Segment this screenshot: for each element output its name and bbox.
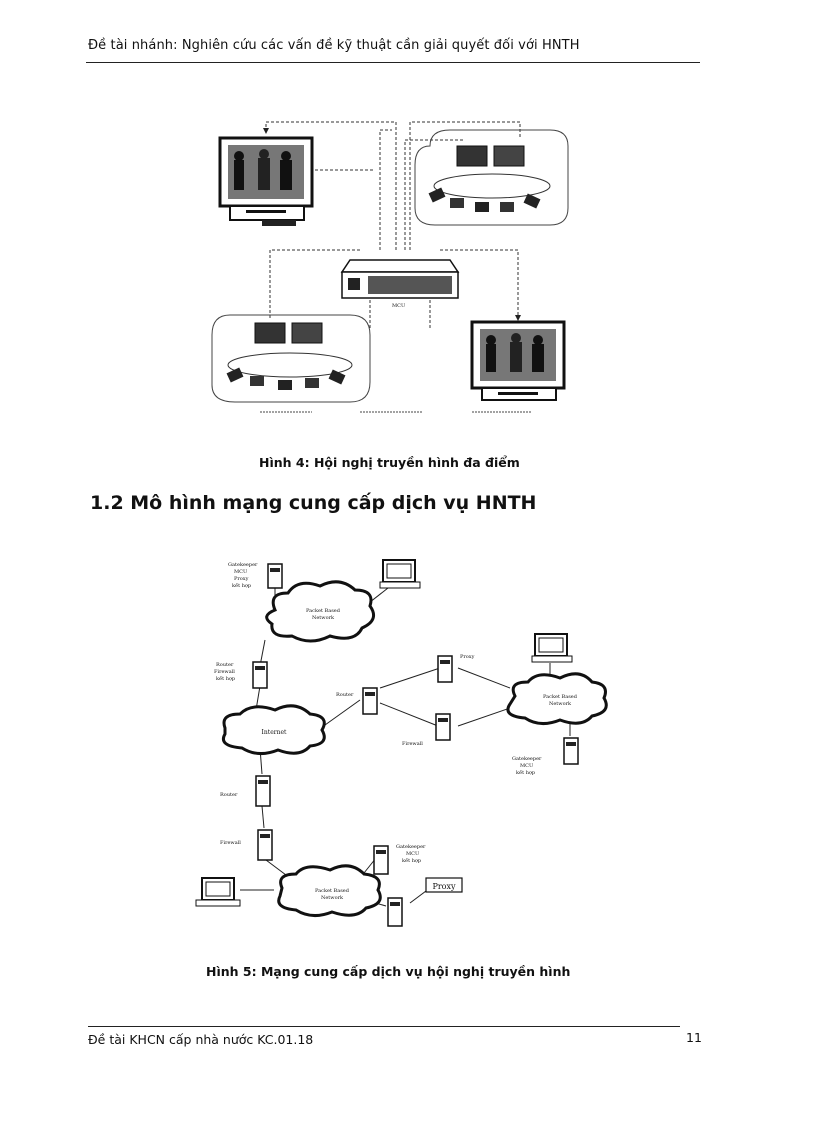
figure-5-network-diagram: Packet Based Network Gatekeeper MCU Prox… [195, 559, 608, 927]
mcu-device: MCU [340, 259, 460, 309]
server-gatekeeper-right: Gatekeeper MCU kết hợp [512, 737, 579, 776]
server-gatekeeper-top: Gatekeeper MCU Proxy kết hợp [228, 562, 283, 589]
cloud-bottom: Packet Based Network [277, 864, 382, 917]
cloud-right: Packet Based Network [506, 672, 608, 725]
mcu-label: MCU [392, 303, 405, 309]
gk-top-label-1: Gatekeeper [228, 562, 258, 568]
proxy-middle: Proxy [437, 654, 475, 683]
router-low-label: Router [220, 792, 238, 798]
gk-bottom-label-2: MCU [406, 851, 419, 857]
router-mid-label: Router [336, 692, 354, 698]
firewall-middle: Firewall [402, 713, 451, 747]
gk-bottom-label-1: Gatekeeper [396, 844, 426, 850]
footer-rule [88, 1026, 680, 1027]
cloud-top-label-2: Network [312, 615, 335, 621]
proxy-bottom-label: Proxy [432, 882, 456, 891]
bottom-left-room [211, 314, 371, 403]
workstation-bottom [195, 877, 241, 907]
figure-4-caption: Hình 4: Hội nghị truyền hình đa điểm [259, 455, 520, 470]
figure-4-multipoint-diagram: MCU [211, 121, 569, 413]
firewall-low: Firewall [220, 829, 273, 861]
figure-5-caption: Hình 5: Mạng cung cấp dịch vụ hội nghị t… [206, 964, 571, 979]
gk-right-label-1: Gatekeeper [512, 756, 542, 762]
router-fw-label-1: Router [216, 662, 234, 668]
cloud-right-label-2: Network [549, 701, 572, 707]
router-middle: Router [336, 687, 378, 715]
server-gatekeeper-bottom: Gatekeeper MCU kết hợp [373, 844, 426, 875]
bottom-right-terminal [470, 315, 566, 401]
gk-top-label-2: MCU [234, 569, 247, 575]
router-firewall-combined: Router Firewall kết hợp [214, 661, 268, 689]
page-number: 11 [686, 1030, 702, 1045]
gk-right-label-2: MCU [520, 763, 533, 769]
proxy-bottom: Proxy [387, 877, 463, 927]
cloud-top-label-1: Packet Based [306, 608, 341, 614]
cloud-bottom-label-2: Network [321, 895, 344, 901]
router-low: Router [220, 775, 271, 807]
firewall-mid-label: Firewall [402, 741, 423, 747]
cloud-right-label-1: Packet Based [543, 694, 578, 700]
running-header: Đề tài nhánh: Nghiên cứu các vấn đề kỹ t… [88, 38, 580, 53]
internet-label: Internet [262, 729, 287, 736]
cloud-bottom-label-1: Packet Based [315, 888, 350, 894]
gk-right-label-3: kết hợp [516, 769, 535, 776]
top-left-terminal [218, 128, 314, 226]
firewall-low-label: Firewall [220, 840, 241, 846]
section-heading: 1.2 Mô hình mạng cung cấp dịch vụ HNTH [90, 492, 537, 514]
gk-top-label-4: kết hợp [232, 582, 251, 589]
cloud-top: Packet Based Network [265, 580, 376, 643]
workstation-right [531, 633, 573, 663]
proxy-mid-label: Proxy [460, 654, 475, 660]
router-fw-label-3: kết hợp [216, 675, 235, 682]
gk-top-label-3: Proxy [234, 576, 249, 582]
footer-text: Đề tài KHCN cấp nhà nước KC.01.18 [88, 1032, 314, 1047]
gk-bottom-label-3: kết hợp [402, 857, 421, 864]
header-rule [86, 62, 700, 63]
router-fw-label-2: Firewall [214, 669, 235, 675]
top-right-room [414, 129, 569, 226]
workstation-top [379, 559, 421, 589]
cloud-internet: Internet [221, 704, 326, 755]
